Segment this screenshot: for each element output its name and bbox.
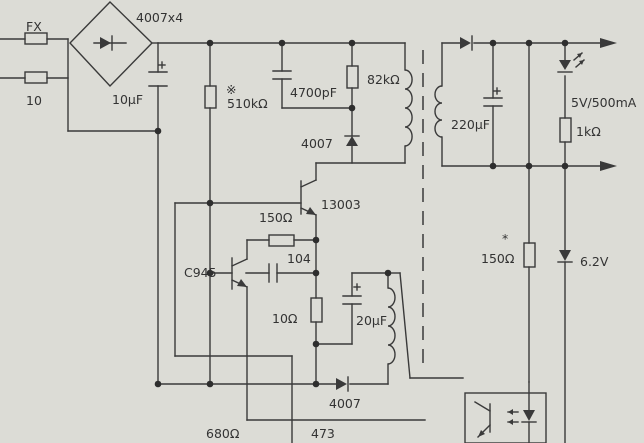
secondary-winding [434,42,443,167]
start-resistor-label: 510kΩ [227,96,268,111]
fuse-fx [24,32,48,45]
control-wiring [174,202,426,443]
feedback-capacitor-label: 104 [287,251,311,266]
aux-capacitor-label: 20μF [356,313,387,328]
bridge-label: 4007x4 [136,10,183,25]
resistor-680-label: 680Ω [206,426,240,441]
primary-winding [315,42,413,164]
sense-resistor-mark: * [502,231,508,246]
snubber-resistor [346,42,359,137]
bridge-rectifier [69,1,159,88]
emitter-resistor [310,297,323,323]
sense-resistor [523,242,536,268]
control-transistor-label: C945 [184,265,217,280]
feedback-capacitor [268,263,278,283]
hv-rail [67,42,406,385]
aux-capacitor [342,272,389,345]
main-transistor [174,162,317,241]
zener-diode [557,250,573,263]
snubber-resistor-label: 82kΩ [367,72,400,87]
capacitor-473-label: 473 [311,426,335,441]
input-capacitor-label: 10μF [112,92,143,107]
led-resistor-label: 1kΩ [576,124,601,139]
led-resistor [559,117,572,143]
snubber-diode-label: 4007 [301,136,333,151]
output-capacitor-label: 220μF [451,117,490,132]
optocoupler [464,381,547,443]
input-wiring [0,38,69,132]
output-capacitor [483,87,503,107]
input-resistor-label: 10 [26,93,42,108]
start-resistor [204,42,217,385]
aux-winding [387,272,464,385]
led-rating-label: 5V/500mA [571,95,637,110]
main-transistor-label: 13003 [321,197,361,212]
snubber-diode [344,135,360,164]
output-diode [460,35,473,51]
zener-label: 6.2V [580,254,609,269]
input-capacitor [148,61,168,87]
sense-resistor-label: 150Ω [481,251,515,266]
snubber-capacitor [272,42,353,109]
control-transistor [209,257,248,290]
aux-diode [336,376,349,392]
indicator-led [557,52,585,73]
aux-diode-label: 4007 [329,396,361,411]
base-resistor-label: 150Ω [259,210,293,225]
snubber-capacitor-label: 4700pF [290,85,337,100]
base-resistor [268,234,295,247]
fuse-label: FX [26,19,42,34]
output-wiring [441,42,601,443]
start-resistor-mark: ※ [226,82,236,97]
input-resistor [24,71,48,84]
output-arrows [600,38,617,171]
junction-dots [154,39,569,388]
emitter-resistor-label: 10Ω [272,311,298,326]
